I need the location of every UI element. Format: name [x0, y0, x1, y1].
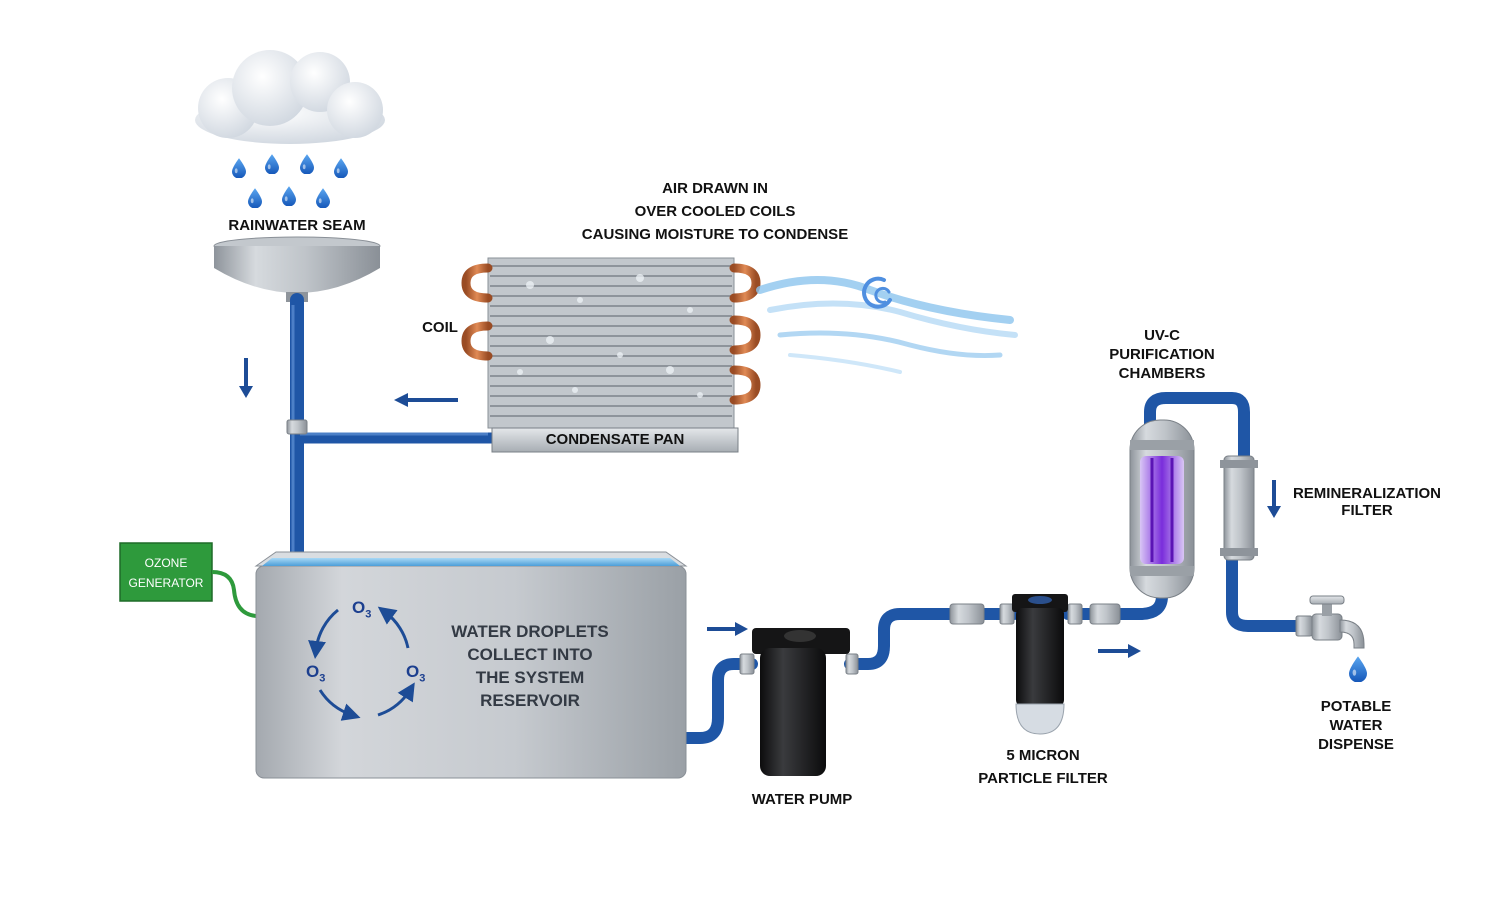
rainwater-seam-label: RAINWATER SEAM — [228, 217, 366, 234]
flow-arrow-icon — [239, 358, 1281, 658]
airflow-icon — [756, 276, 1018, 374]
faucet-icon — [1309, 595, 1367, 682]
air-drawn-line-3: CAUSING MOISTURE TO CONDENSE — [581, 226, 849, 243]
potable-line-3: DISPENSE — [1318, 736, 1394, 753]
reservoir-line-3: THE SYSTEM — [475, 668, 585, 687]
uvc-line-1: UV-C — [1144, 327, 1180, 344]
filter-icon — [1012, 594, 1068, 735]
uvc-label: UV-C PURIFICATION CHAMBERS — [1102, 326, 1222, 383]
pump-icon — [752, 628, 850, 776]
uvc-line-3: CHAMBERS — [1118, 365, 1206, 382]
remineralization-line-1: REMINERALIZATION — [1292, 485, 1442, 502]
uv-chamber-icon — [1129, 419, 1195, 599]
reservoir-line-4: RESERVOIR — [480, 691, 580, 710]
cloud-icon — [195, 50, 385, 144]
ozone-symbol-top: O3 — [352, 598, 372, 621]
potable-line-2: WATER — [1329, 717, 1383, 734]
remineralization-label: REMINERALIZATION FILTER — [1286, 485, 1448, 519]
potable-line-1: POTABLE — [1320, 698, 1392, 715]
water-pump-label: WATER PUMP — [751, 791, 853, 808]
reservoir-line-2: COLLECT INTO — [467, 645, 593, 664]
reservoir-icon — [254, 551, 688, 779]
particle-filter-line-2: PARTICLE FILTER — [978, 770, 1108, 787]
air-drawn-line-1: AIR DRAWN IN — [662, 180, 768, 197]
remineralization-line-2: FILTER — [1341, 502, 1393, 519]
reservoir-caption: WATER DROPLETS COLLECT INTO THE SYSTEM R… — [430, 620, 630, 712]
raindrop-icon — [232, 154, 348, 208]
ozone-label-line-1: OZONE — [144, 556, 188, 570]
funnel-icon — [213, 236, 381, 302]
particle-filter-label: 5 MICRON PARTICLE FILTER — [960, 744, 1126, 790]
air-drawn-line-2: OVER COOLED COILS — [634, 203, 796, 220]
particle-filter-line-1: 5 MICRON — [1006, 747, 1080, 764]
coil-icon — [461, 257, 761, 429]
uvc-line-2: PURIFICATION — [1109, 346, 1215, 363]
ozone-symbol-right: O3 — [406, 662, 426, 685]
condensate-pan-label: CONDENSATE PAN — [545, 431, 685, 448]
ozone-generator-box — [119, 542, 257, 618]
potable-water-label: POTABLE WATER DISPENSE — [1304, 697, 1408, 754]
air-drawn-caption: AIR DRAWN IN OVER COOLED COILS CAUSING M… — [560, 177, 870, 246]
remineralization-filter-icon — [1220, 455, 1258, 561]
coil-label: COIL — [422, 319, 458, 336]
ozone-generator-label: OZONE GENERATOR — [120, 553, 212, 593]
ozone-label-line-2: GENERATOR — [128, 576, 204, 590]
reservoir-line-1: WATER DROPLETS — [451, 622, 609, 641]
condensate-pan — [491, 427, 739, 453]
ozone-symbol-left: O3 — [306, 662, 326, 685]
